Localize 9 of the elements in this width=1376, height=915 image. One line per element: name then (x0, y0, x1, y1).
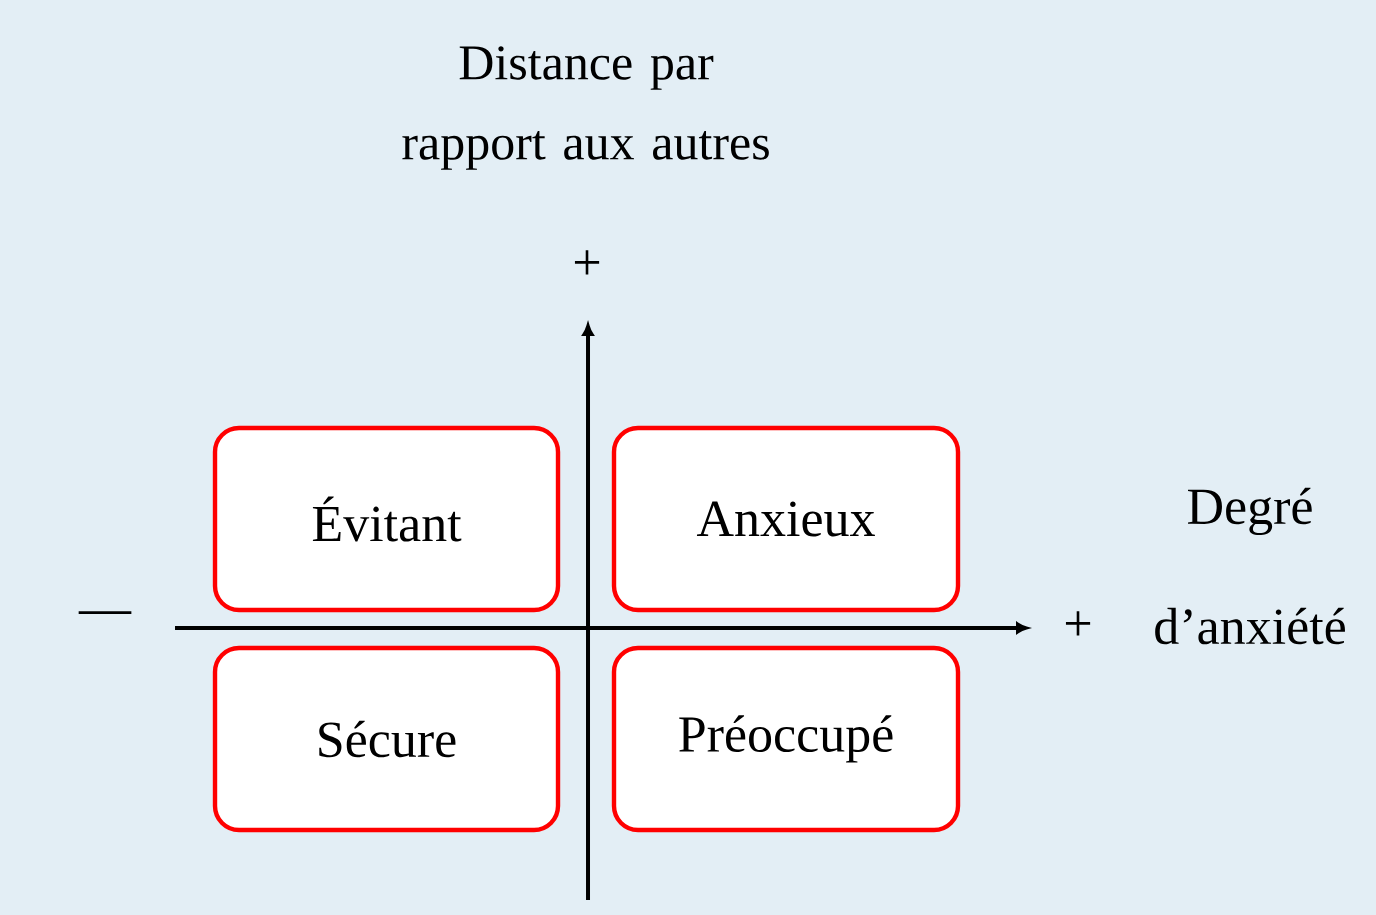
axis-sign: — (78, 611, 132, 614)
axis-title: Degré d’anxiété (1155, 487, 1345, 645)
axis-title: Distance par rapport aux autres (402, 46, 769, 170)
axis-sign: + (1065, 611, 1091, 636)
category-box: Évitant (212, 425, 561, 613)
axis-sign: + (574, 250, 600, 275)
category-box: Anxieux (611, 425, 961, 613)
category-box: Préoccupé (611, 645, 961, 833)
category-box: Sécure (212, 645, 561, 833)
